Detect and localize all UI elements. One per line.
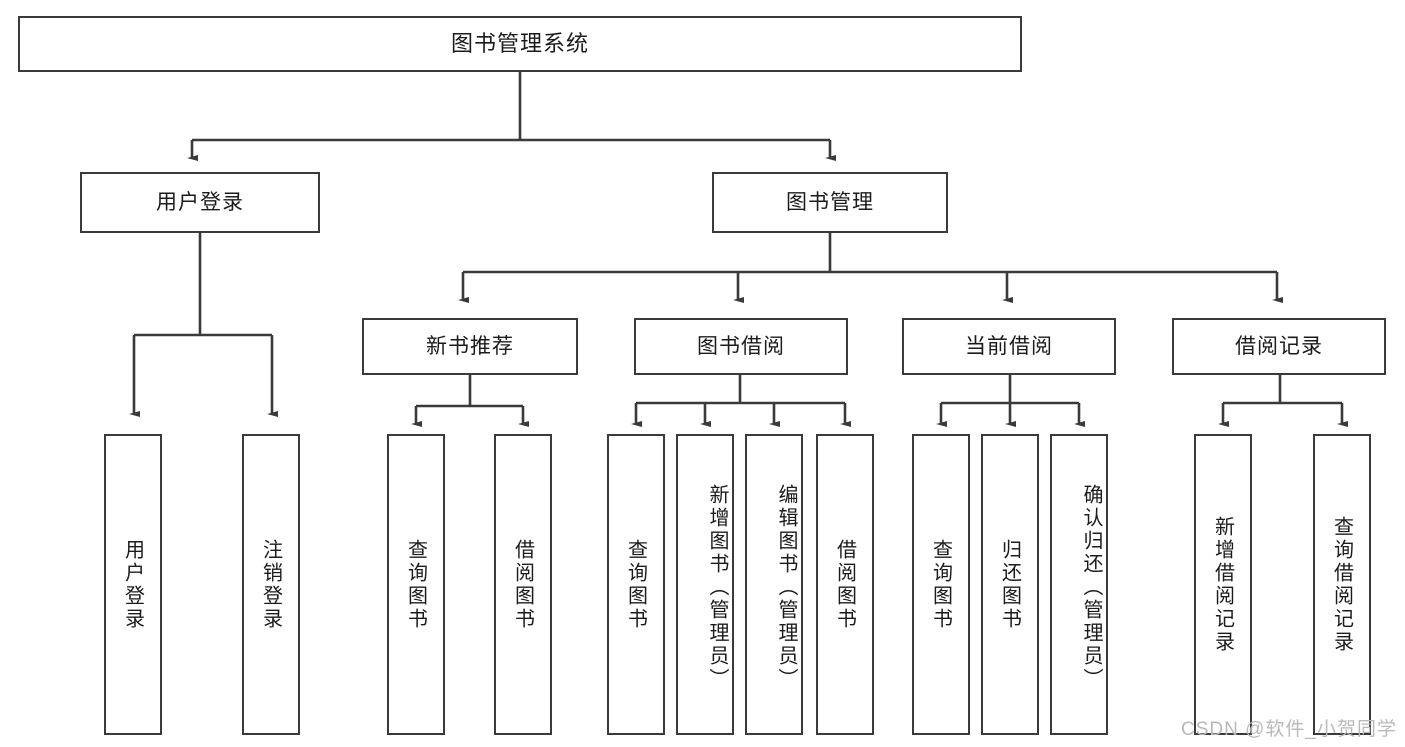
leaf-current-confirm-return-admin-label: 确认归还（管理员）: [1080, 484, 1102, 691]
node-user-login-label: 用户登录: [156, 190, 244, 214]
leaf-borrow-borrow-books-label: 借阅图书: [833, 538, 856, 631]
leaf-current-confirm-return-admin[interactable]: 确认归还（管理员）: [1050, 434, 1108, 735]
leaf-newbook-query-books-label: 查询图书: [404, 538, 427, 631]
leaf-current-return-books[interactable]: 归还图书: [981, 434, 1039, 735]
leaf-record-query-borrow-record-label: 查询借阅记录: [1330, 515, 1353, 654]
node-borrow-record[interactable]: 借阅记录: [1172, 318, 1386, 375]
leaf-user-login-label: 用户登录: [121, 538, 144, 631]
node-user-login[interactable]: 用户登录: [80, 172, 320, 233]
node-root-library-system[interactable]: 图书管理系统: [18, 16, 1022, 72]
leaf-user-login[interactable]: 用户登录: [104, 434, 162, 735]
edges-root-to-level2: [187, 72, 836, 161]
edges-userlogin-to-leaves: [129, 233, 278, 417]
leaf-user-logout[interactable]: 注销登录: [242, 434, 300, 735]
leaf-borrow-add-book-admin-label: 新增图书（管理员）: [706, 484, 728, 691]
leaf-current-return-books-label: 归还图书: [998, 538, 1021, 631]
edges-currentborrow-to-leaves: [936, 375, 1085, 427]
leaf-newbook-borrow-books[interactable]: 借阅图书: [494, 434, 552, 735]
leaf-record-query-borrow-record[interactable]: 查询借阅记录: [1313, 434, 1371, 735]
leaf-current-query-books[interactable]: 查询图书: [912, 434, 970, 735]
leaf-record-add-borrow-record-label: 新增借阅记录: [1211, 515, 1234, 654]
leaf-borrow-add-book-admin[interactable]: 新增图书（管理员）: [676, 434, 734, 735]
node-book-borrow-label: 图书借阅: [697, 334, 785, 358]
leaf-newbook-query-books[interactable]: 查询图书: [387, 434, 445, 735]
edges-bookmgmt-to-level3: [458, 233, 1283, 303]
leaf-record-add-borrow-record[interactable]: 新增借阅记录: [1194, 434, 1252, 735]
leaf-borrow-query-books-label: 查询图书: [624, 538, 647, 631]
node-current-borrow[interactable]: 当前借阅: [902, 318, 1116, 375]
leaf-user-logout-label: 注销登录: [259, 538, 282, 631]
edges-newbook-to-leaves: [411, 375, 529, 427]
leaf-borrow-edit-book-admin[interactable]: 编辑图书（管理员）: [745, 434, 803, 735]
leaf-borrow-query-books[interactable]: 查询图书: [607, 434, 665, 735]
node-root-label: 图书管理系统: [450, 30, 589, 56]
node-new-book-recommend-label: 新书推荐: [426, 334, 514, 358]
leaf-current-query-books-label: 查询图书: [929, 538, 952, 631]
node-borrow-record-label: 借阅记录: [1235, 334, 1323, 358]
node-book-borrow[interactable]: 图书借阅: [634, 318, 848, 375]
csdn-watermark: CSDN @软件_小贺同学: [1181, 719, 1397, 740]
edges-borrowrecord-to-leaves: [1218, 375, 1348, 427]
node-new-book-recommend[interactable]: 新书推荐: [362, 318, 578, 375]
node-current-borrow-label: 当前借阅: [965, 334, 1053, 358]
leaf-newbook-borrow-books-label: 借阅图书: [511, 538, 534, 631]
node-book-management[interactable]: 图书管理: [712, 172, 948, 233]
leaf-borrow-borrow-books[interactable]: 借阅图书: [816, 434, 874, 735]
leaf-borrow-edit-book-admin-label: 编辑图书（管理员）: [775, 484, 797, 691]
edges-bookborrow-to-leaves: [631, 375, 851, 427]
node-book-management-label: 图书管理: [786, 190, 874, 214]
